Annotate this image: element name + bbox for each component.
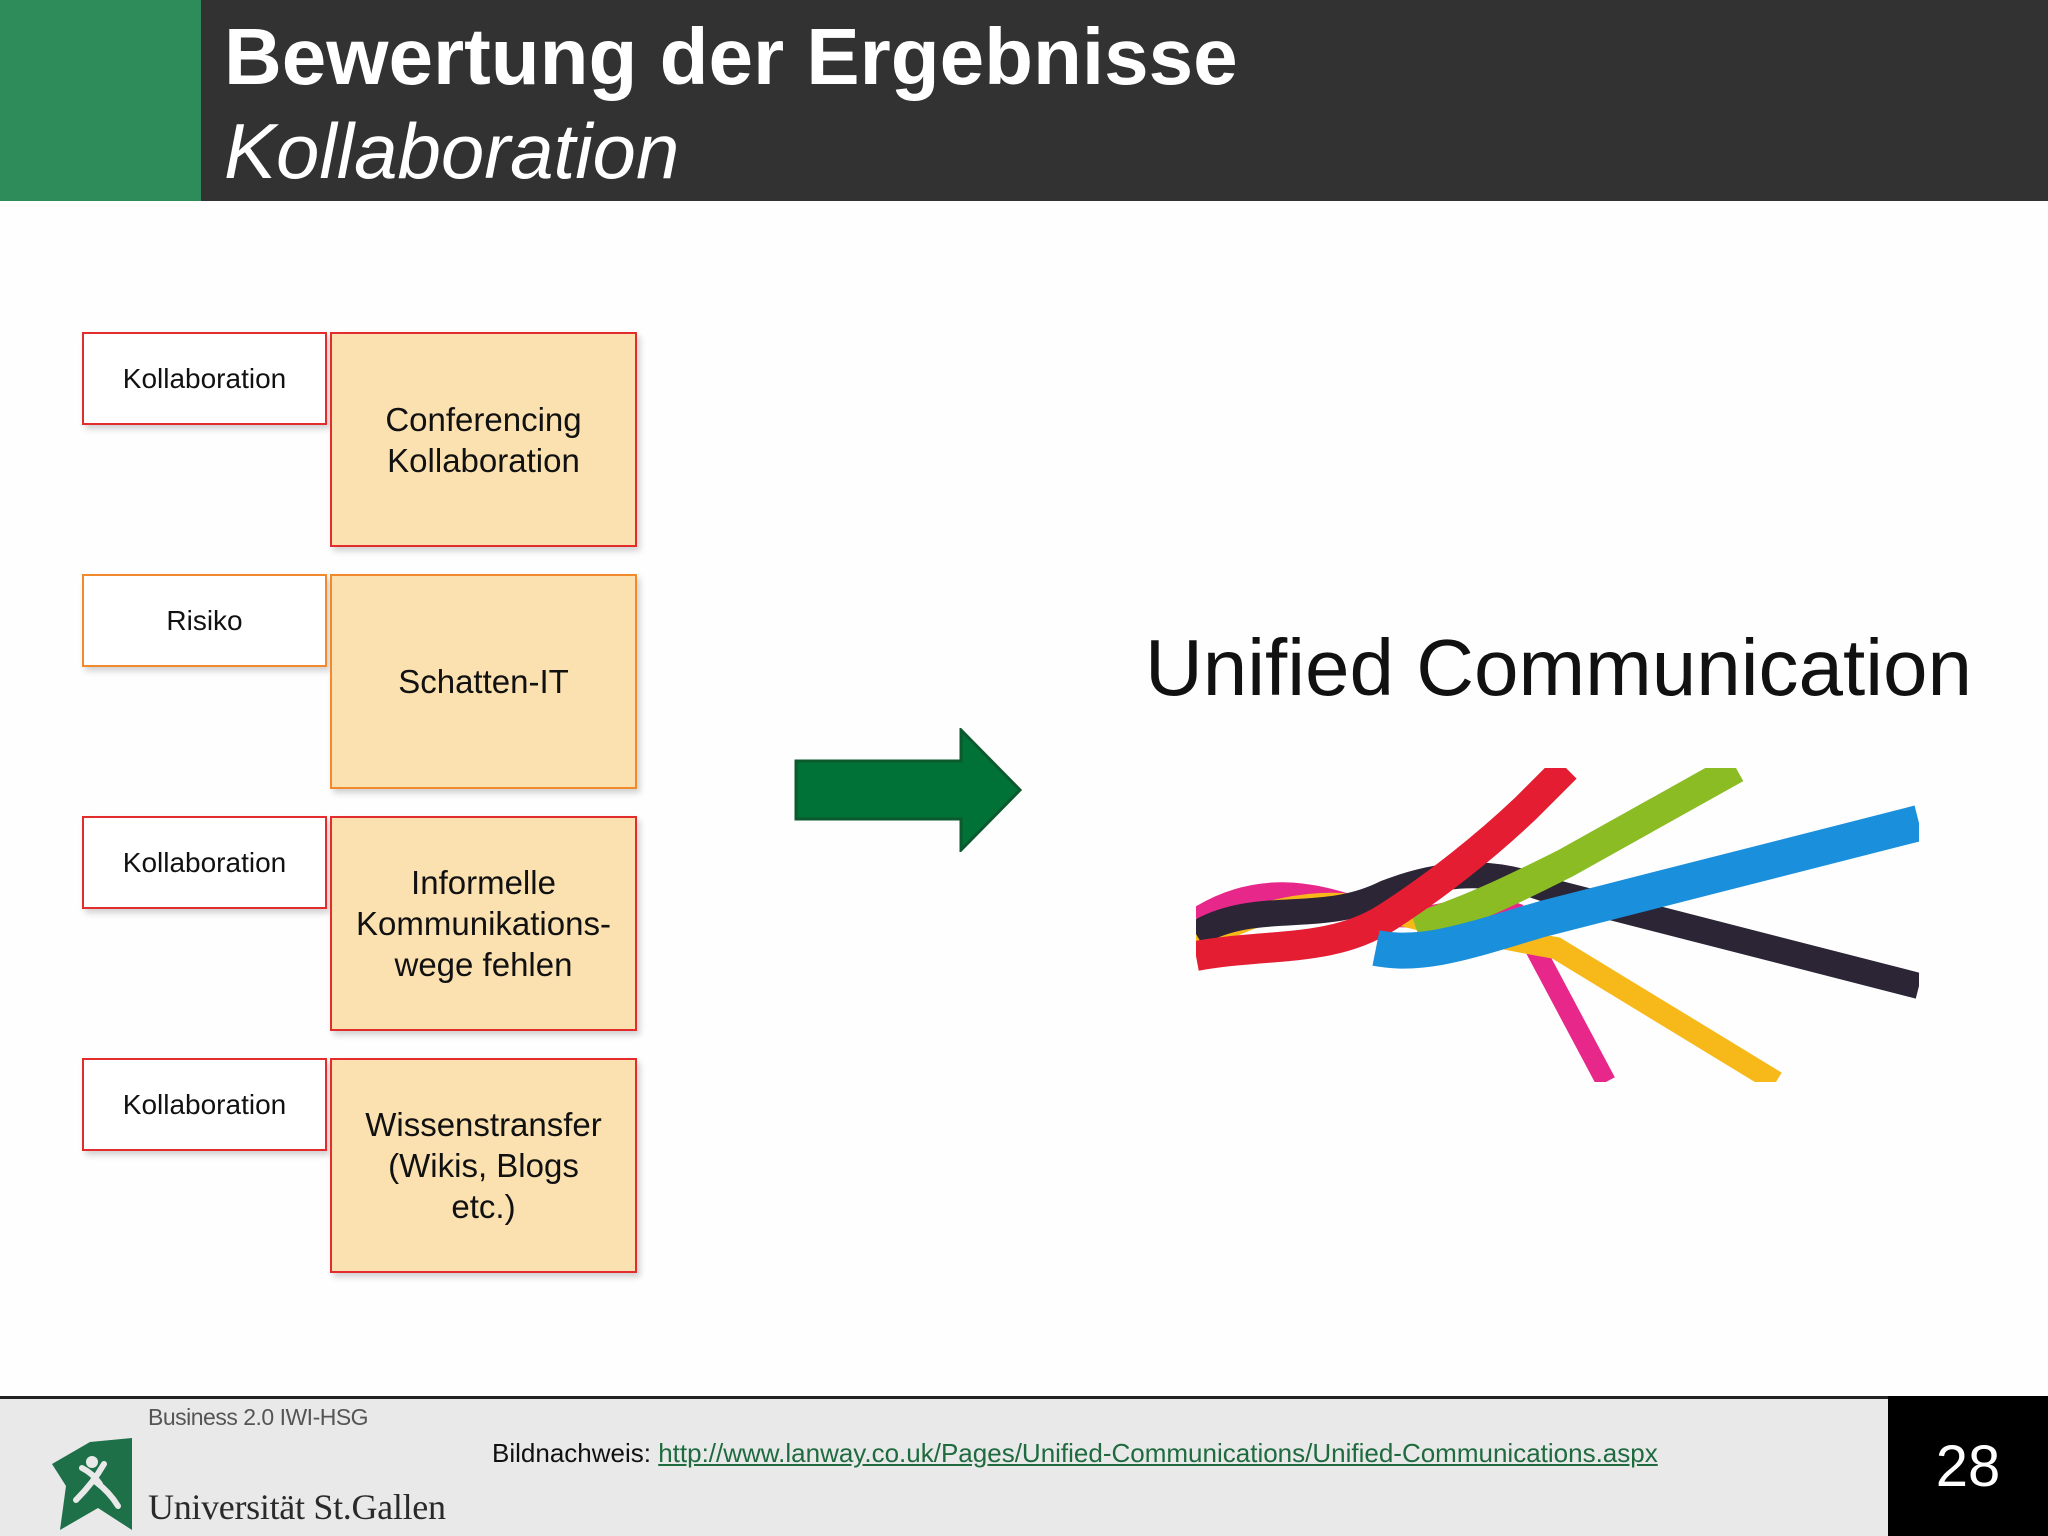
slide-header: Bewertung der Ergebnisse Kollaboration [0,0,2048,201]
header-accent-bar [0,0,201,201]
university-name: Universität St.Gallen [148,1487,446,1527]
finding-card-text: Informelle Kommunikations- wege fehlen [356,864,611,983]
category-tag: Kollaboration [82,332,327,425]
finding-card: Informelle Kommunikations- wege fehlen [330,816,637,1031]
category-tag: Risiko [82,574,327,667]
finding-card-text: Conferencing Kollaboration [385,400,582,479]
footer-divider [0,1396,1888,1399]
page-number: 28 [1935,1433,2001,1499]
image-credit: Bildnachweis: http://www.lanway.co.uk/Pa… [492,1438,1658,1469]
right-arrow-icon [794,728,1022,852]
braided-ribbons-illustration [1196,768,1919,1082]
university-st-gallen-logo [52,1438,132,1530]
image-credit-label: Bildnachweis: [492,1438,651,1468]
slide-title: Bewertung der Ergebnisse [224,12,1238,101]
finding-card-text: Schatten-IT [398,663,569,700]
finding-card-text: Wissenstransfer (Wikis, Blogs etc.) [365,1106,602,1225]
finding-card: Wissenstransfer (Wikis, Blogs etc.) [330,1058,637,1273]
course-label: Business 2.0 IWI-HSG [148,1404,369,1430]
category-tag: Kollaboration [82,816,327,909]
slide-footer: Business 2.0 IWI-HSG Universität St.Gall… [0,1396,2048,1536]
page-number-box: 28 [1888,1396,2048,1536]
category-tag: Kollaboration [82,1058,327,1151]
finding-card: Conferencing Kollaboration [330,332,637,547]
image-credit-link[interactable]: http://www.lanway.co.uk/Pages/Unified-Co… [658,1438,1658,1468]
finding-card: Schatten-IT [330,574,637,789]
slide-subtitle: Kollaboration [224,107,680,195]
result-heading: Unified Communication [1145,623,1973,712]
